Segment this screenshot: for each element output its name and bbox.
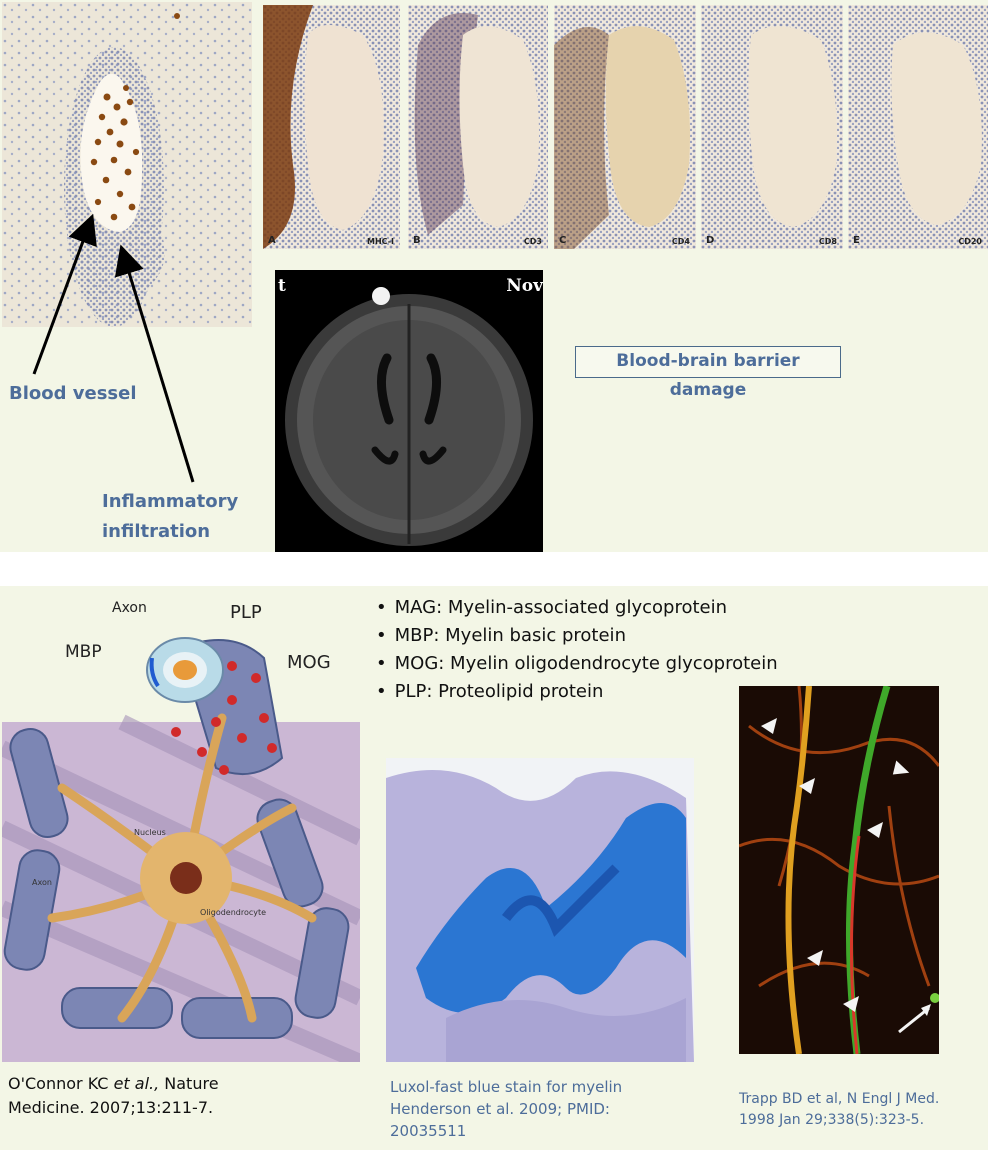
myelin-diagram: Axon PLP MBP MOG Nucleus Axon Oligodendr… [2,588,360,1062]
luxol-line1: Luxol-fast blue stain for myelin [390,1078,623,1096]
oligodendrocyte-label: Oligodendrocyte [200,908,267,917]
list-item: PLP: Proteolipid protein [376,678,778,706]
mog-label: MOG [287,652,331,673]
mbp-label: MBP [65,642,102,662]
axon-small-label: Axon [32,878,52,887]
oconnor-citation: O'Connor KC et al., Nature Medicine. 200… [8,1072,219,1120]
panel-marker: MHC-I [366,237,394,246]
mri-brain-scan: t Nov [275,270,543,552]
panel-marker: CD20 [958,237,982,246]
ihc-panel-d: D CD8 [701,5,843,249]
pointer-arrows [32,213,195,483]
panel-letter: B [413,235,421,246]
luxol-line3: 20035511 [390,1122,467,1140]
panel-letter: C [559,235,567,246]
ihc-panel-c: C CD4 [554,5,696,249]
luxol-line2: Henderson et al. 2009; PMID: [390,1100,610,1118]
inflammatory-label-line2: infiltration [102,521,211,542]
panel-letter: A [268,235,276,246]
luxol-fast-blue-stain-image [386,758,694,1062]
panel-marker: CD3 [523,237,542,246]
panel-marker: CD4 [671,237,690,246]
nucleus-label: Nucleus [134,828,166,837]
protein-list: MAG: Myelin-associated glycoprotein MBP:… [376,594,778,706]
confocal-axon-image [739,686,939,1054]
trapp-line2: 1998 Jan 29;338(5):323-5. [739,1112,925,1128]
mri-corner-right: Nov [506,276,543,296]
axon-label: Axon [112,600,147,616]
mri-corner-left: t [278,276,286,296]
plp-label: PLP [230,602,262,623]
ihc-panel-a: A MHC-I [263,5,400,249]
panel-letter: E [853,235,860,246]
bbb-damage-text: Blood-brain barrier damage [616,351,800,400]
inflammatory-label-line1: Inflammatory [102,491,239,512]
oconnor-line1: O'Connor KC et al., Nature [8,1074,219,1093]
ihc-panel-e: E CD20 [848,5,988,249]
list-item: MAG: Myelin-associated glycoprotein [376,594,778,622]
list-item: MOG: Myelin oligodendrocyte glycoprotein [376,650,778,678]
ihc-panel-b: B CD3 [408,5,548,249]
bbb-damage-label: Blood-brain barrier damage [575,346,841,400]
list-item: MBP: Myelin basic protein [376,622,778,650]
oconnor-line2: Medicine. 2007;13:211-7. [8,1098,214,1117]
panel-marker: CD8 [818,237,837,246]
luxol-caption: Luxol-fast blue stain for myelin Henders… [390,1076,622,1142]
trapp-line1: Trapp BD et al, N Engl J Med. [739,1091,940,1107]
trapp-citation: Trapp BD et al, N Engl J Med. 1998 Jan 2… [739,1089,939,1131]
panel-letter: D [706,235,715,246]
blood-vessel-histology-image [2,2,252,327]
blood-vessel-label: Blood vessel [9,383,137,404]
